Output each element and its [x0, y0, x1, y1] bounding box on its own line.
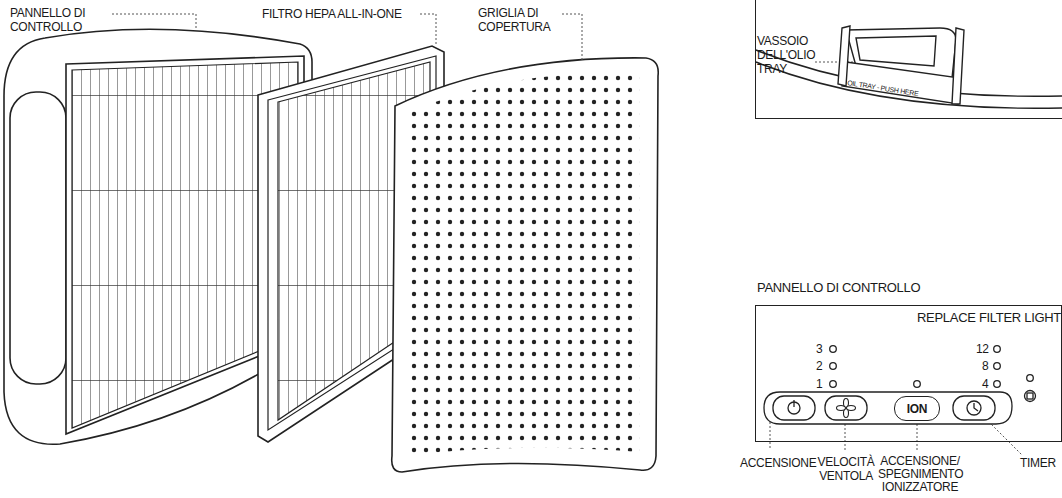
node-text: ION [895, 402, 939, 416]
button-box: ION [894, 396, 940, 421]
part-label: 3 [816, 342, 828, 356]
oil-tray-drawing [756, 26, 1062, 108]
panel-border [755, 305, 1062, 442]
part-label: VELOCITÀ VENTOLA [815, 455, 877, 483]
leader-lines [112, 14, 1022, 455]
part-label: ACCENSIONE/ SPEGNIMENTO IONIZZATORE [878, 455, 962, 494]
part-label: ACCENSIONE [740, 456, 820, 470]
part-label: 1 [816, 377, 828, 391]
inset-panel: OIL TRAY - PUSH HERE [755, 0, 1062, 119]
node-text: REPLACE FILTER LIGHT [917, 310, 1061, 325]
node-text: OIL TRAY - PUSH HERE [847, 78, 919, 98]
inset-panel: PANNELLO DI CONTROLLO REPLACE FILTER LIGH… [755, 278, 1062, 442]
part-label: GRIGLIA DI COPERTURA [478, 6, 568, 34]
part-label: FILTRO HEPA ALL-IN-ONE [262, 7, 427, 21]
part-label: 8 [982, 359, 994, 373]
control-panel-drawing [764, 346, 1036, 424]
node-text: PANNELLO DI CONTROLLO [757, 280, 920, 295]
cover-grille [392, 58, 659, 472]
part-label: TIMER [1020, 456, 1062, 470]
part-label: 12 [976, 342, 994, 356]
part-label: PANNELLO DI CONTROLLO [10, 6, 120, 34]
part-label: VASSOIO DELL'OLIO TRAY [757, 34, 821, 76]
part-label: 2 [816, 359, 828, 373]
part-label: 4 [982, 377, 994, 391]
